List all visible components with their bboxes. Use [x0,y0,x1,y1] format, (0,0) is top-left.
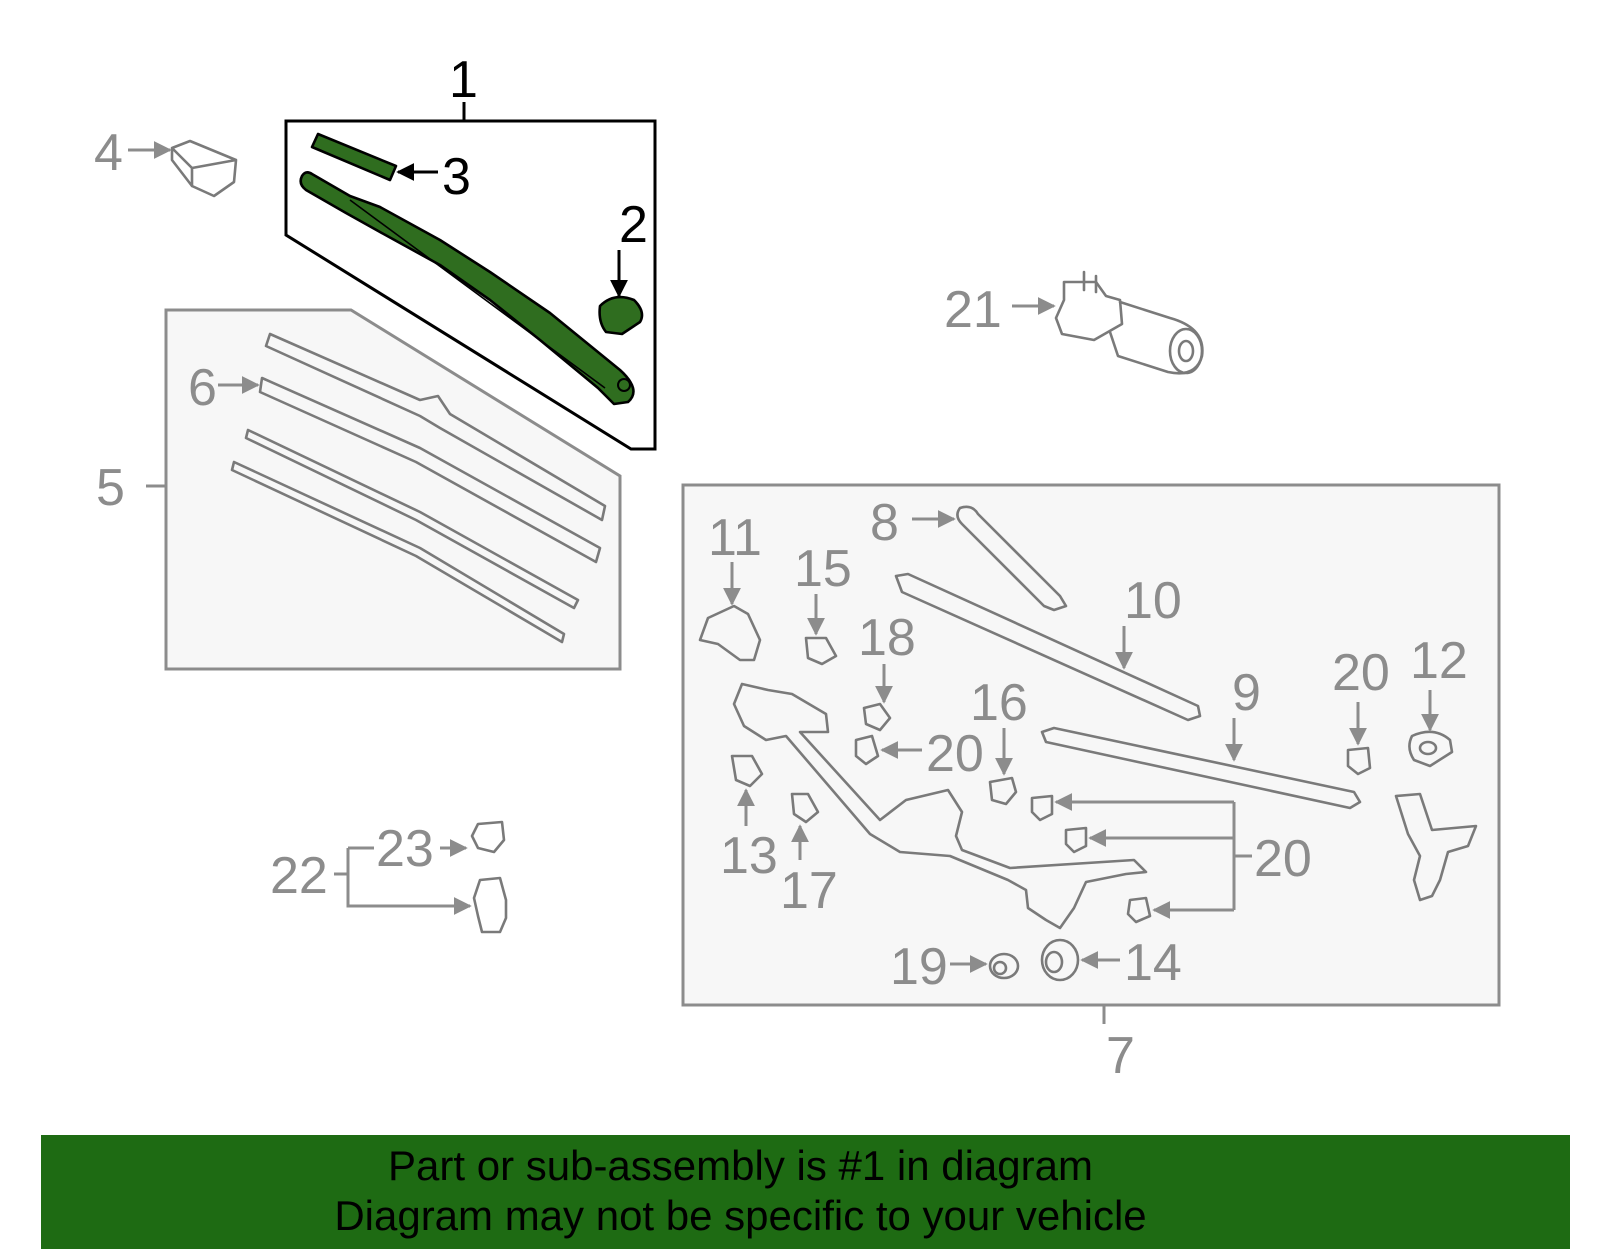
callout-10: 10 [1124,572,1182,630]
arm-cover[interactable] [310,132,398,182]
callout-20-left: 20 [926,725,984,783]
callout-9: 9 [1232,664,1261,722]
wiper-arm[interactable] [299,171,635,406]
callout-8: 8 [870,494,899,552]
callout-11: 11 [708,509,762,567]
callout-17: 17 [780,862,838,920]
callout-20-top: 20 [1332,644,1390,702]
callout-5: 5 [96,459,125,517]
banner-line-1: Part or sub-assembly is #1 in diagram [388,1142,1093,1189]
callout-22: 22 [270,847,328,905]
callout-3: 3 [442,148,471,206]
callout-4: 4 [94,124,123,182]
part-22-23-nozzle[interactable]: 23 22 [270,820,508,934]
banner-line-2: Diagram may not be specific to your vehi… [334,1192,1147,1239]
callout-21: 21 [944,281,1002,339]
callout-20-right: 20 [1254,830,1312,888]
callout-15: 15 [794,540,852,598]
part-21-wiper-motor[interactable]: 21 [944,270,1204,375]
part-4-cap[interactable]: 4 [94,124,238,198]
part-5-blade-assembly[interactable]: 5 6 [96,308,622,671]
callout-2: 2 [619,196,648,254]
callout-7: 7 [1106,1027,1135,1085]
callout-16: 16 [970,674,1028,732]
callout-19: 19 [890,938,948,996]
callout-6: 6 [188,359,217,417]
callout-13: 13 [720,827,778,885]
callout-18: 18 [858,609,916,667]
info-banner: Part or sub-assembly is #1 in diagram Di… [41,1135,1570,1249]
wiper-arm-group[interactable]: 1 3 2 [284,51,657,451]
callout-23: 23 [376,820,434,878]
part-7-linkage-assembly[interactable]: 7 8 10 9 11 15 18 20 16 [681,483,1501,1085]
callout-12: 12 [1410,632,1468,690]
callout-14: 14 [1124,934,1182,992]
callout-1: 1 [449,51,478,109]
